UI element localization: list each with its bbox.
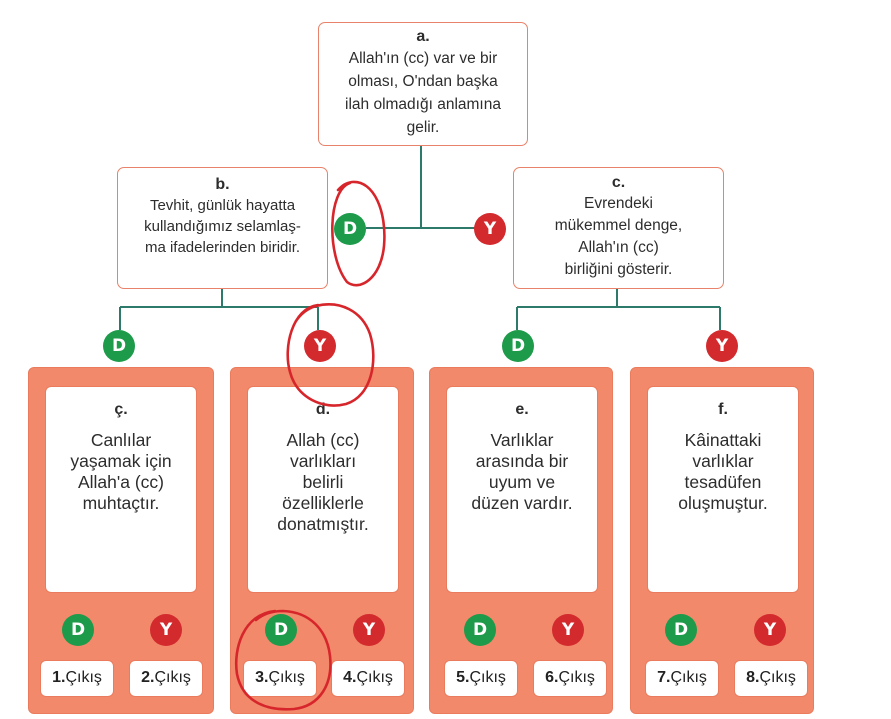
exit-number: 6. [545,669,559,686]
answer-true-circle[interactable]: D [665,614,697,646]
statement-line: varlıkları [289,451,357,471]
statement-line: uyum ve [488,472,556,492]
exit-box[interactable]: 4.Çıkış [331,660,405,697]
statement-line: varlıklar [692,451,754,471]
statement-line: ilah olmadığı anlamına [345,96,501,113]
exit-number: 2. [141,669,155,686]
statement-line: özelliklerle [282,493,364,513]
statement-line: gelir. [406,119,440,136]
statement-line: kullandığımız selamlaş- [144,218,301,235]
statement-text: Allah (cc) varlıkları belirli özellikler… [271,430,374,535]
statement-line: mükemmel denge, [554,217,683,234]
statement-box-b: b. Tevhit, günlük hayatta kullandığımız … [117,167,328,289]
statement-card: f. Kâinattaki varlıklar tesadüfen oluşmu… [647,386,799,593]
statement-panel-d: d. Allah (cc) varlıkları belirli özellik… [230,367,414,714]
exit-box[interactable]: 2.Çıkış [129,660,203,697]
statement-line: arasında bir [475,451,569,471]
exit-text: Çıkış [356,669,393,686]
exit-box[interactable]: 3.Çıkış [243,660,317,697]
statement-box-c: c. Evrendeki mükemmel denge, Allah'ın (c… [513,167,724,289]
statement-label: b. [215,176,230,193]
annotation-circle [331,180,386,287]
answer-false-circle[interactable]: Y [552,614,584,646]
exit-text: Çıkış [65,669,102,686]
answer-true-circle[interactable]: D [464,614,496,646]
answer-false-circle[interactable]: Y [474,213,506,245]
statement-text: Canlılar yaşamak için Allah'a (cc) muhta… [64,430,177,514]
statement-label: f. [718,401,728,418]
statement-line: Evrendeki [584,195,653,212]
exit-box[interactable]: 8.Çıkış [734,660,808,697]
statement-line: olması, O'ndan başka [348,73,498,90]
statement-label: a. [416,28,430,45]
statement-card: e. Varlıklar arasında bir uyum ve düzen … [446,386,598,593]
answer-true-circle[interactable]: D [265,614,297,646]
statement-line: yaşamak için [70,451,172,471]
exit-text: Çıkış [670,669,707,686]
exit-text: Çıkış [154,669,191,686]
exit-number: 4. [343,669,357,686]
statement-line: Tevhit, günlük hayatta [149,197,296,214]
statement-line: Allah (cc) [286,430,360,450]
exit-box[interactable]: 1.Çıkış [40,660,114,697]
annotation-circle [234,609,332,711]
answer-false-circle[interactable]: Y [304,330,336,362]
statement-label: ç. [114,401,128,418]
exit-box[interactable]: 7.Çıkış [645,660,719,697]
exit-text: Çıkış [469,669,506,686]
statement-line: Varlıklar [490,430,554,450]
statement-line: Kâinattaki [684,430,762,450]
statement-card: ç. Canlılar yaşamak için Allah'a (cc) mu… [45,386,197,593]
statement-line: Canlılar [90,430,152,450]
statement-line: muhtaçtır. [82,493,160,513]
statement-line: oluşmuştur. [678,493,768,513]
statement-card: d. Allah (cc) varlıkları belirli özellik… [247,386,399,593]
statement-text: Varlıklar arasında bir uyum ve düzen var… [465,430,578,514]
exit-text: Çıkış [268,669,305,686]
exit-number: 8. [746,669,760,686]
answer-true-circle[interactable]: D [103,330,135,362]
answer-false-circle[interactable]: Y [150,614,182,646]
exit-text: Çıkış [558,669,595,686]
statement-label: c. [611,174,626,191]
statement-line: donatmıştır. [277,514,369,534]
answer-false-circle[interactable]: Y [353,614,385,646]
exit-number: 3. [255,669,269,686]
answer-true-circle[interactable]: D [502,330,534,362]
answer-false-circle[interactable]: Y [706,330,738,362]
exit-number: 7. [657,669,671,686]
answer-true-circle[interactable]: D [62,614,94,646]
exit-number: 5. [456,669,470,686]
statement-panel-e: e. Varlıklar arasında bir uyum ve düzen … [429,367,613,714]
statement-line: ma ifadelerinden biridir. [144,239,301,256]
statement-line: Allah'a (cc) [77,472,164,492]
annotation-circle [286,303,375,407]
statement-line: düzen vardır. [471,493,573,513]
exit-number: 1. [52,669,66,686]
statement-line: tesadüfen [684,472,762,492]
statement-text: Kâinattaki varlıklar tesadüfen oluşmuştu… [672,430,773,514]
exit-text: Çıkış [759,669,796,686]
answer-false-circle[interactable]: Y [754,614,786,646]
statement-line: Allah'ın (cc) var ve bir [348,50,498,67]
statement-line: birliğini gösterir. [564,261,673,278]
exit-box[interactable]: 6.Çıkış [533,660,607,697]
exit-box[interactable]: 5.Çıkış [444,660,518,697]
statement-line: belirli [302,472,344,492]
statement-box-a: a. Allah'ın (cc) var ve bir olması, O'nd… [318,22,528,146]
statement-panel-c-cedilla: ç. Canlılar yaşamak için Allah'a (cc) mu… [28,367,214,714]
answer-true-circle[interactable]: D [334,213,366,245]
statement-label: e. [515,401,529,418]
statement-panel-f: f. Kâinattaki varlıklar tesadüfen oluşmu… [630,367,814,714]
statement-line: Allah'ın (cc) [578,239,659,256]
